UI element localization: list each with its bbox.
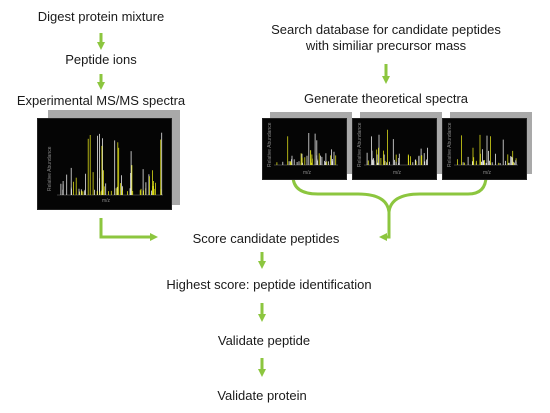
theoretical-2-xlabel: m/z <box>393 170 402 176</box>
theoretical-1-xlabel: m/z <box>303 170 312 176</box>
theoretical-spectrum-1-peaks <box>274 133 338 166</box>
step-peptide-ions: Peptide ions <box>65 52 137 67</box>
step-validate-protein: Validate protein <box>217 388 307 403</box>
experimental-xlabel: m/z <box>102 198 111 204</box>
experimental-spectrum-peaks <box>57 132 163 196</box>
step-generate-theoretical: Generate theoretical spectra <box>303 91 469 106</box>
theoretical-spectrum-1: Relative Abundance m/z <box>262 118 347 180</box>
theoretical-2-ylabel: Relative Abundance <box>357 122 363 167</box>
theoretical-spectrum-3: Relative Abundance m/z <box>442 118 527 180</box>
theoretical-spectrum-3-peaks <box>454 134 518 166</box>
arrow-experimental-to-score <box>99 218 158 241</box>
theoretical-1-ylabel: Relative Abundance <box>267 122 273 167</box>
step-score-candidates: Score candidate peptides <box>192 231 340 246</box>
step-experimental-spectra: Experimental MS/MS spectra <box>16 93 186 108</box>
step-search-line2: with similiar precursor mass <box>305 38 467 53</box>
arrow-brace-to-score <box>379 212 391 241</box>
step-digest: Digest protein mixture <box>37 9 165 24</box>
experimental-spectrum: Relative Abundance m/z <box>37 118 172 210</box>
experimental-ylabel: Relative Abundance <box>47 146 53 191</box>
theoretical-spectrum-2-peaks <box>364 129 428 166</box>
theoretical-brace <box>291 175 488 213</box>
step-highest-score: Highest score: peptide identification <box>166 277 372 292</box>
step-validate-peptide: Validate peptide <box>217 333 311 348</box>
theoretical-spectrum-2: Relative Abundance m/z <box>352 118 437 180</box>
theoretical-3-ylabel: Relative Abundance <box>447 122 453 167</box>
step-search-line1: Search database for candidate peptides <box>271 22 501 37</box>
theoretical-3-xlabel: m/z <box>483 170 492 176</box>
